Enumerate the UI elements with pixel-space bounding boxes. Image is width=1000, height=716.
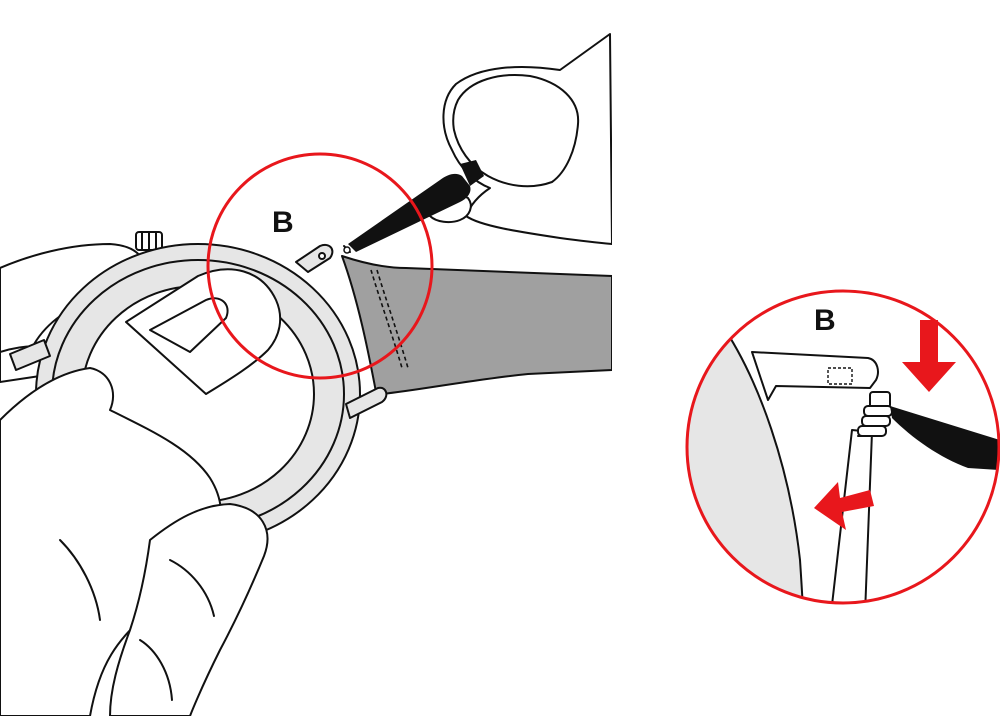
thumb-nail [149, 297, 229, 353]
watch-lug-bottom [345, 386, 388, 419]
holding-hand-inner [109, 503, 269, 716]
detail-lug-hole [827, 367, 853, 385]
callout-label-main: B [272, 206, 294, 239]
callout-circle-detail [685, 289, 1000, 605]
strap-stitching [370, 269, 403, 369]
hand-finger-fold [169, 559, 215, 617]
spring-bar-tool [343, 160, 484, 254]
watch-lug-top [295, 244, 334, 273]
detail-lug [751, 351, 879, 401]
right-hand-fingertip [452, 74, 580, 188]
arrow-down-icon [902, 320, 956, 392]
watch-strap [341, 255, 612, 395]
main-illustration [0, 33, 612, 716]
hand-finger-fold-3 [59, 539, 101, 621]
callout-circle-main [206, 152, 434, 380]
strap-stitching-2 [376, 269, 409, 369]
spring-bar-tip [343, 246, 351, 254]
arrow-left-icon [814, 482, 874, 530]
hand-finger-fold-2 [139, 639, 173, 701]
detail-inset: B [685, 289, 1000, 605]
holding-hand [0, 367, 222, 716]
watch-lug-left [9, 339, 51, 371]
detail-tool [890, 406, 999, 470]
callout-label-detail: B [814, 304, 836, 337]
detail-spring-bar [827, 391, 893, 603]
